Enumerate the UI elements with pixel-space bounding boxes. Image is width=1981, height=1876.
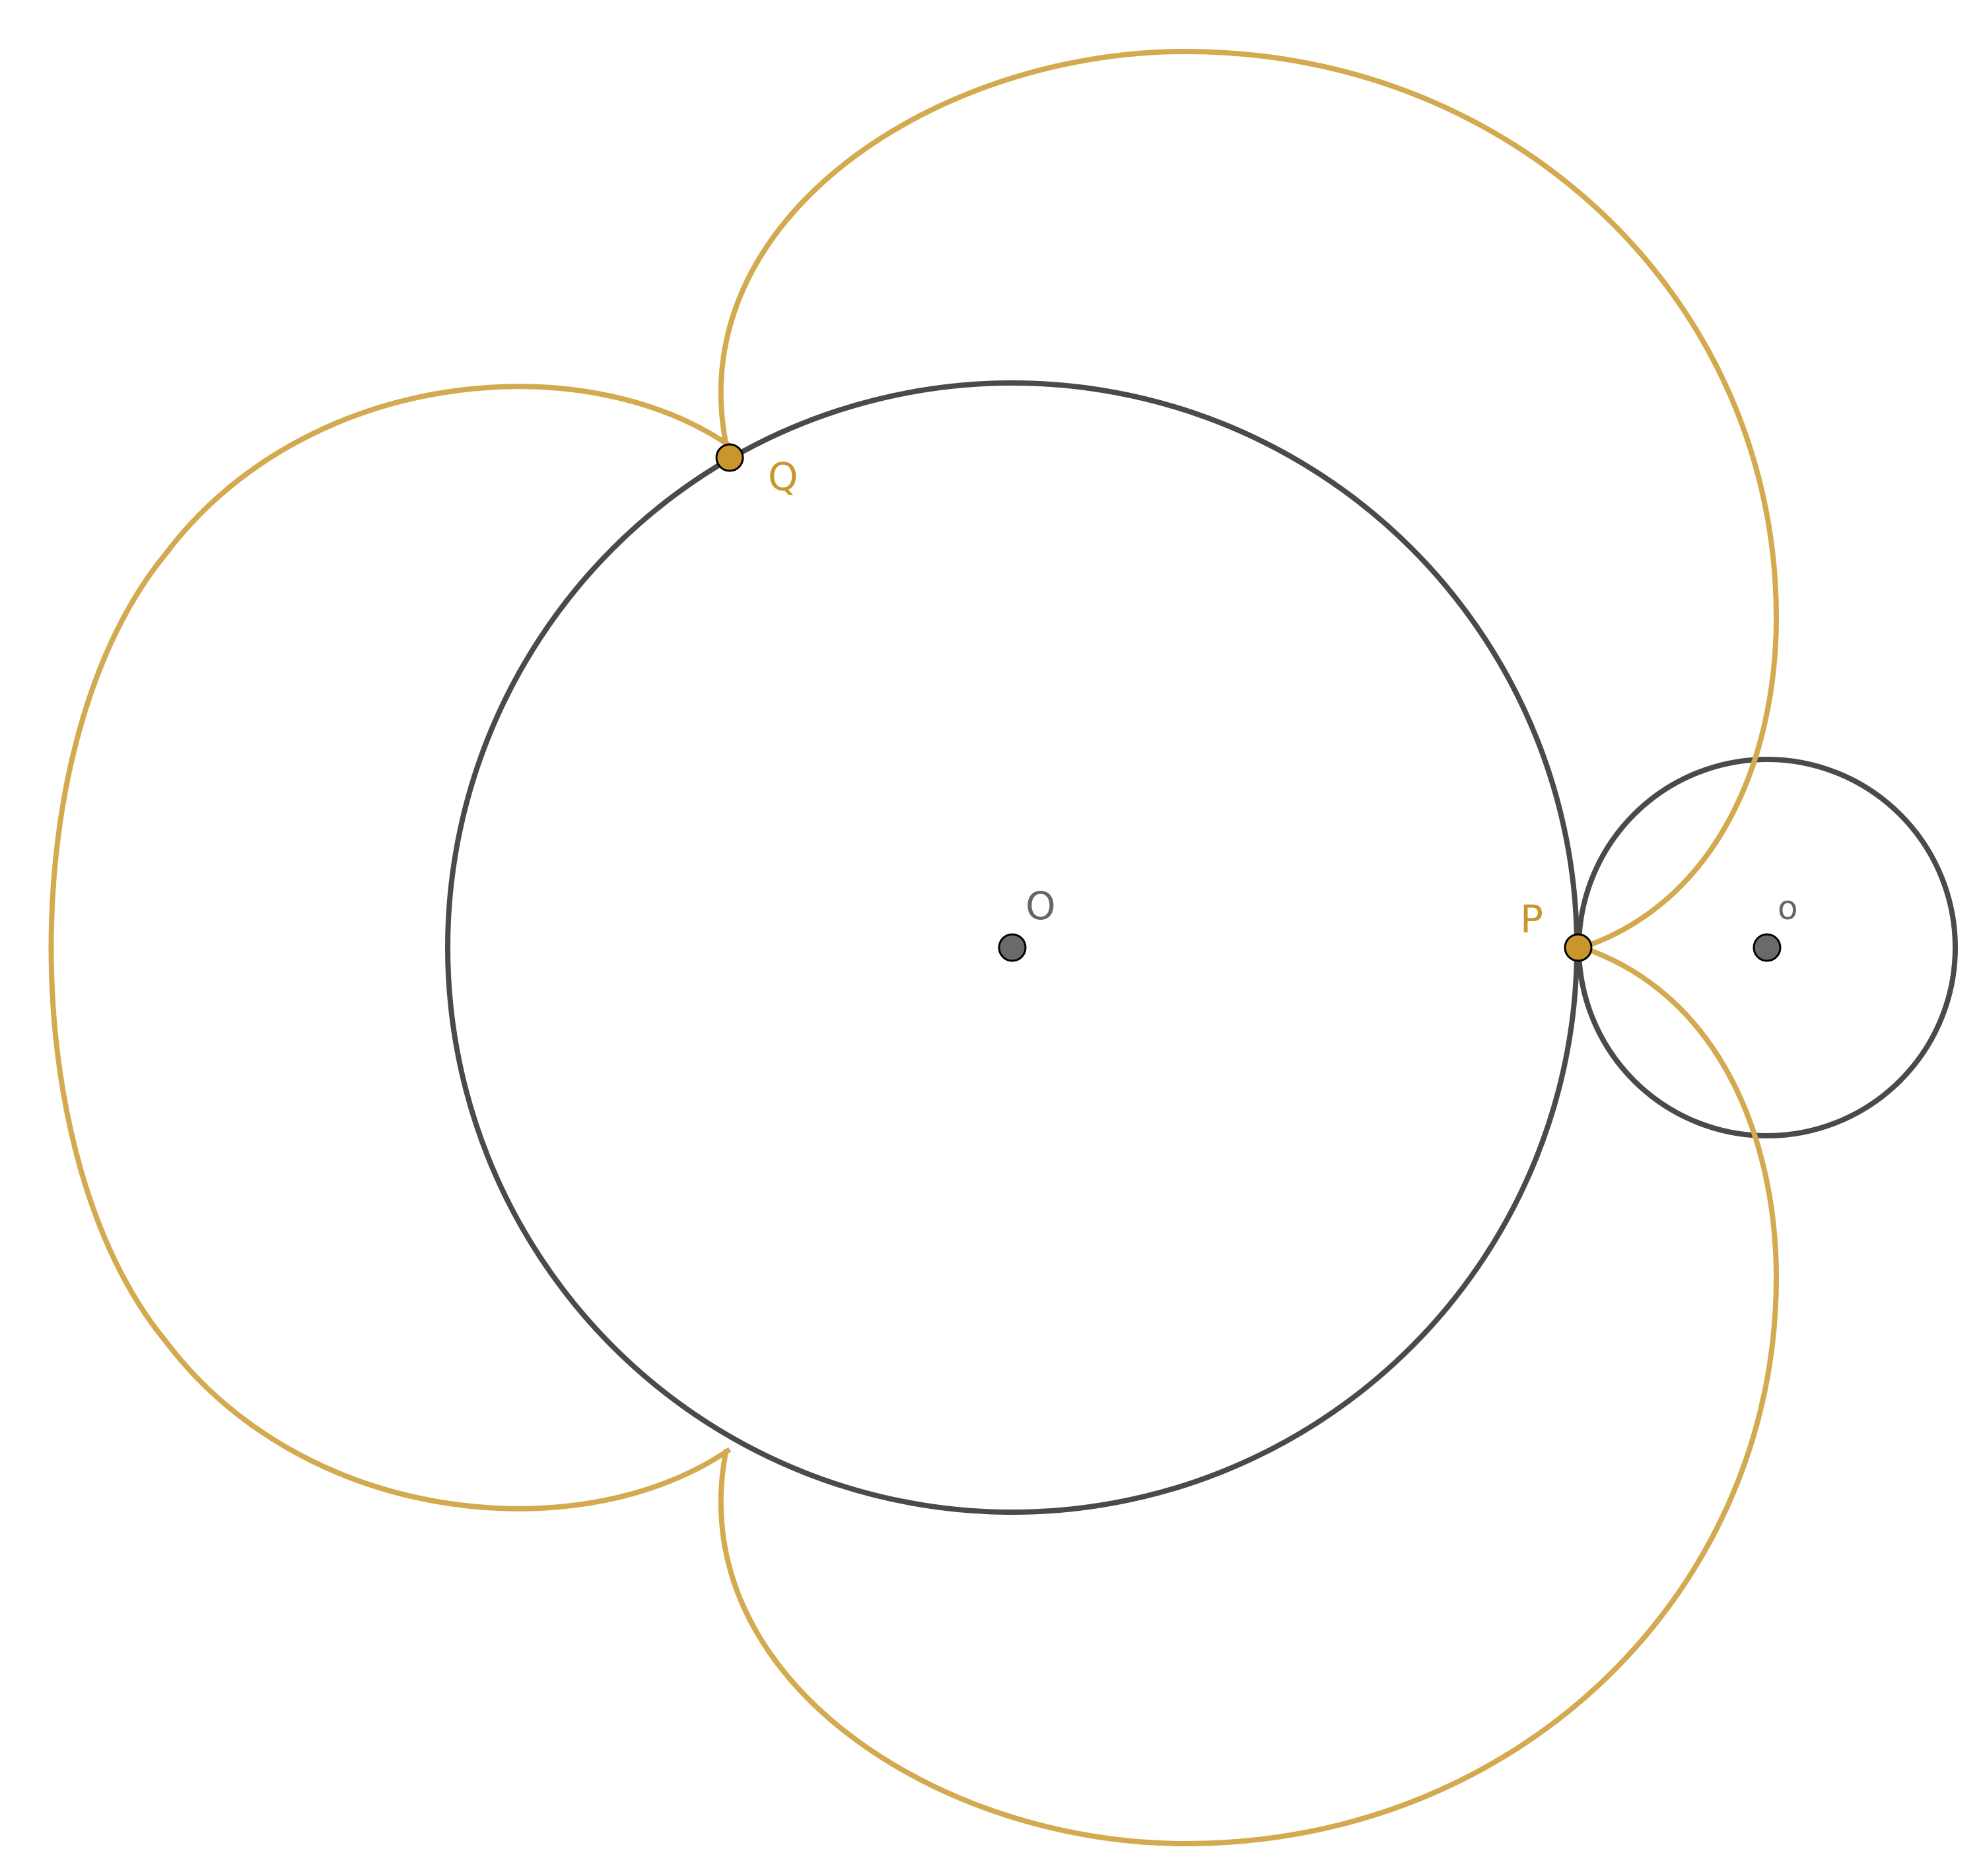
curve-left-loop [48, 384, 732, 1511]
curve-upper-loop [718, 48, 1780, 952]
label-small-center: o [1778, 889, 1798, 927]
point-o-small [1753, 933, 1782, 962]
curve-lower-loop [718, 944, 1780, 1847]
label-point-q: Q [768, 454, 798, 499]
point-o-big [998, 933, 1027, 962]
point-p [1564, 933, 1593, 962]
point-q [715, 443, 744, 472]
label-point-p: P [1520, 897, 1543, 942]
label-big-center: O [1025, 884, 1056, 928]
